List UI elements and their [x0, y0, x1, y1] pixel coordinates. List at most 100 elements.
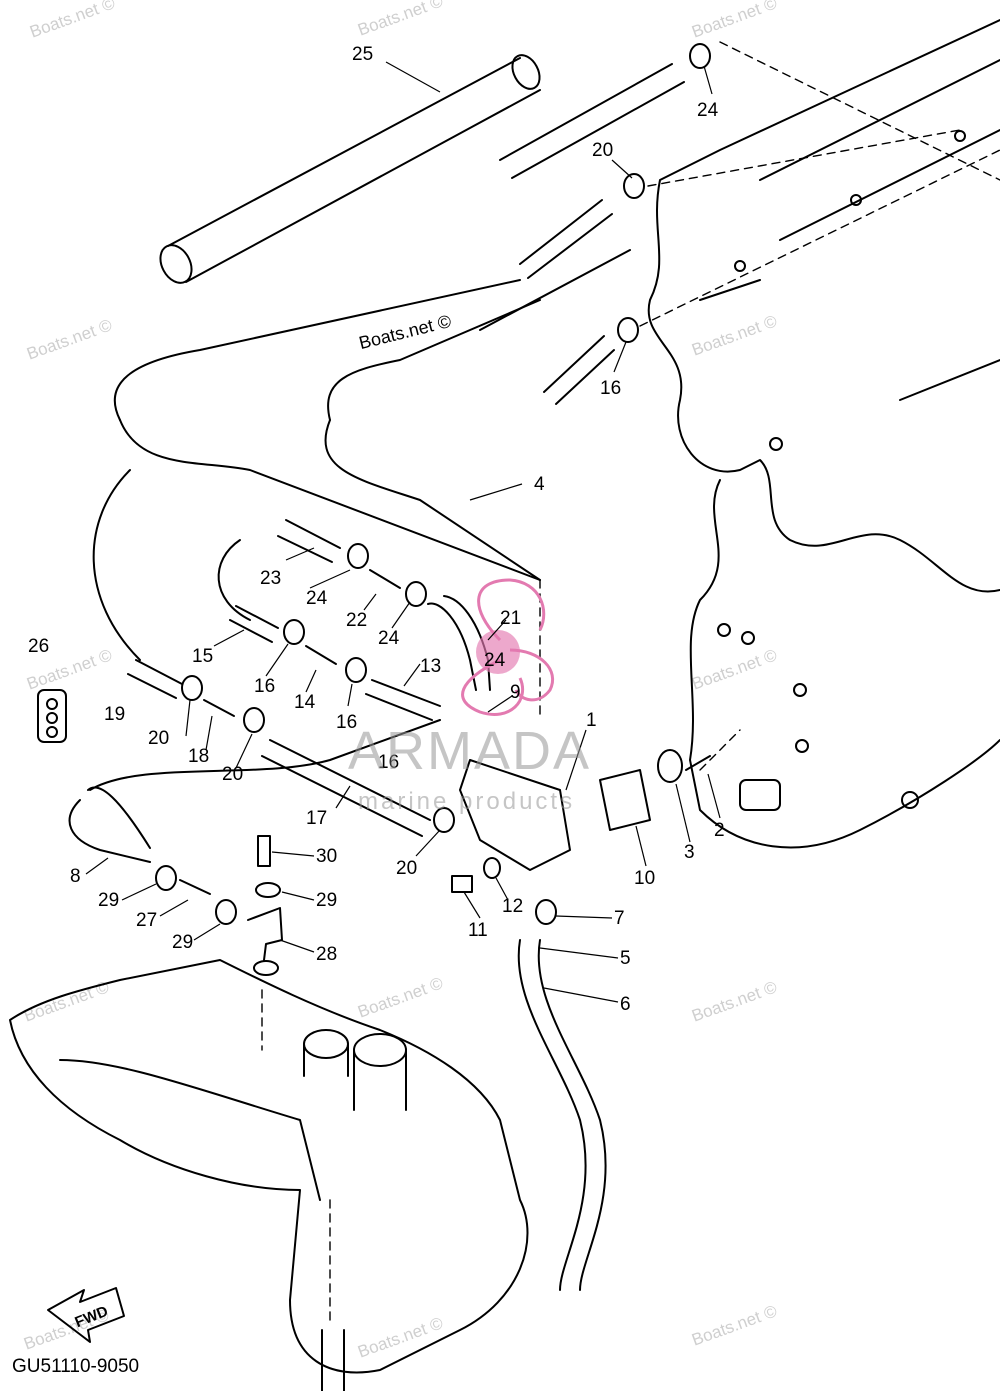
part-16-clamp: [283, 619, 305, 645]
part-15-hose: [229, 605, 279, 643]
callout-16: 16: [378, 752, 399, 773]
part-4-cable: [479, 249, 631, 331]
engine-bolt: [769, 437, 783, 451]
tank-neck: [303, 1043, 407, 1111]
part-29-clamp: [255, 882, 281, 898]
callout-22: 22: [346, 610, 367, 631]
callout-17: 17: [306, 808, 327, 829]
fuel-tank-edge: [59, 1059, 321, 1201]
callout-15: 15: [192, 646, 213, 667]
engine-bolt: [717, 623, 731, 637]
engine-outline: [699, 59, 1000, 401]
callout-18: 18: [188, 746, 209, 767]
part-18-coupling: [203, 699, 235, 717]
part-4-cable: [119, 419, 541, 581]
part-19-hose: [127, 659, 183, 699]
hose-upper: [519, 199, 613, 279]
part-3-collar: [657, 749, 683, 783]
hose-upper: [543, 335, 615, 405]
callout-3: 3: [684, 842, 695, 863]
callout-16: 16: [600, 378, 621, 399]
engine-bolt: [741, 631, 755, 645]
part-12-washer: [483, 857, 501, 879]
callout-24: 24: [378, 628, 400, 649]
hose-upper: [499, 63, 685, 179]
part-29-clamp: [215, 899, 237, 925]
routing-line: [327, 299, 541, 421]
engine-boss: [739, 779, 781, 811]
callout-25: 25: [352, 44, 373, 65]
tank-outlet: [321, 1329, 345, 1391]
callout-2: 2: [714, 820, 725, 841]
callout-27: 27: [136, 910, 157, 931]
callout-12: 12: [502, 896, 523, 917]
part-24-clamp: [689, 43, 711, 69]
part-16-clamp: [617, 317, 639, 343]
callout-8: 8: [70, 866, 81, 887]
callout-24: 24: [306, 588, 328, 609]
callout-21: 21: [500, 608, 521, 629]
callout-28: 28: [316, 944, 337, 965]
part-16-clamp: [345, 657, 367, 683]
callout-9: 9: [510, 682, 521, 703]
part-20-clamp: [181, 675, 203, 701]
callout-19: 19: [104, 704, 125, 725]
callout-20: 20: [148, 728, 169, 749]
callout-26: 26: [28, 636, 49, 657]
brand-name: ARMADA: [348, 721, 592, 781]
part-20-clamp: [433, 807, 455, 833]
part-7-clamp: [535, 899, 557, 925]
part-20-clamp: [623, 173, 645, 199]
part-14-coupling: [305, 645, 337, 665]
callout-23: 23: [260, 568, 281, 589]
part-26-hole: [46, 726, 58, 738]
part-29-clamp: [253, 960, 279, 976]
armada-propeller-hub: [476, 630, 520, 674]
fwd-label: FWD: [73, 1303, 111, 1332]
part-11-bolt: [451, 875, 473, 893]
part-26-hole: [46, 712, 58, 724]
callout-20: 20: [396, 858, 417, 879]
part-28-joint: [247, 907, 283, 961]
part-24-clamp: [347, 543, 369, 569]
callout-11: 11: [468, 920, 488, 941]
engine-bolt: [954, 130, 966, 142]
routing-line: [113, 279, 521, 421]
routing-line: [217, 539, 251, 621]
callout-30: 30: [316, 846, 337, 867]
callout-20: 20: [222, 764, 243, 785]
part-6-hose: [517, 939, 607, 1291]
part-10-gasket: [599, 769, 651, 831]
part-20-clamp: [243, 707, 265, 733]
engine-outline: [647, 19, 1000, 593]
callout-16: 16: [336, 712, 357, 733]
tank-neck: [353, 1033, 407, 1067]
part-26-bracket: [37, 689, 67, 743]
armada-propeller-logo: [461, 578, 554, 716]
part-22-coupling: [369, 569, 401, 589]
routing-line: [92, 469, 141, 661]
callout-29: 29: [98, 890, 119, 911]
callout-29: 29: [316, 890, 337, 911]
callout-16: 16: [254, 676, 275, 697]
part-26-hole: [46, 698, 58, 710]
part-2-spring: [685, 755, 711, 771]
engine-bolt: [901, 791, 919, 809]
callout-4: 4: [534, 474, 545, 495]
engine-outline: [689, 479, 1000, 849]
engine-bolt: [850, 194, 862, 206]
callout-24: 24: [697, 100, 719, 121]
callout-29: 29: [172, 932, 193, 953]
part-4-cable: [324, 419, 541, 581]
callout-14: 14: [294, 692, 316, 713]
part-8-hose: [68, 786, 151, 863]
callout-5: 5: [620, 948, 631, 969]
part-25-tube: [167, 57, 541, 283]
part-1-pump: [459, 759, 571, 871]
callout-20: 20: [592, 140, 613, 161]
part-24-clamp: [405, 581, 427, 607]
diagram-code: GU51110-9050: [12, 1356, 140, 1377]
callout-1: 1: [586, 710, 597, 731]
brand-tagline: marine products: [358, 788, 576, 815]
